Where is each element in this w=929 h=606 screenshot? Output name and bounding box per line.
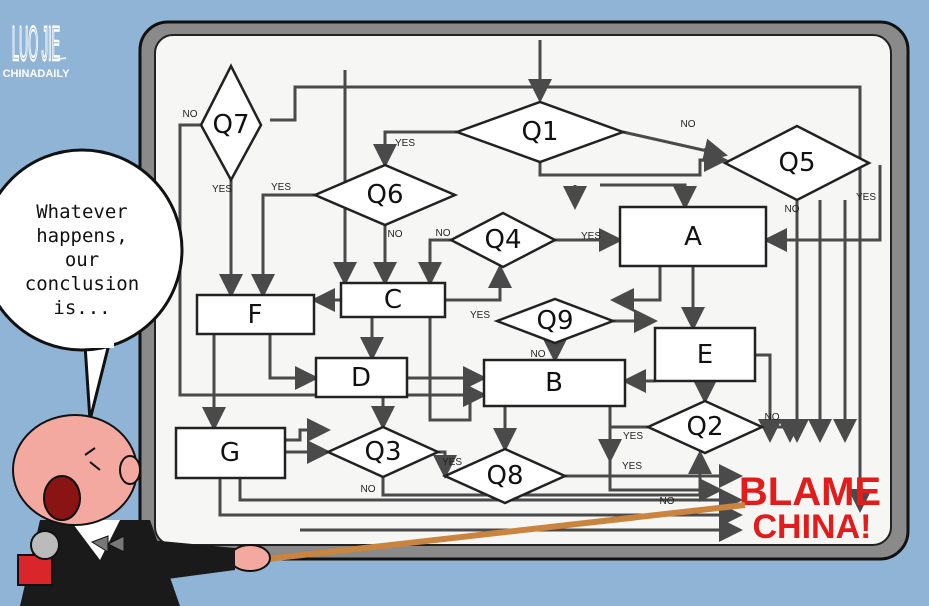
speech-text: Whatever happens, our conclusion is... — [25, 201, 139, 319]
edge-label: YES — [581, 231, 601, 242]
flow-connector — [600, 183, 697, 210]
flow-connector — [218, 478, 743, 527]
label-q9: Q9 — [536, 306, 573, 336]
edge-label: YES — [395, 138, 415, 149]
edge-label: NO — [436, 228, 451, 239]
box-b — [482, 358, 627, 408]
microphone-icon — [17, 554, 53, 586]
label-b: B — [545, 368, 563, 398]
edge-label: NO — [531, 349, 546, 360]
edge-label: YES — [856, 192, 876, 203]
edge-label: NO — [765, 412, 780, 423]
label-a: A — [684, 222, 702, 252]
edge-label: NO — [361, 484, 376, 495]
speech-line: Whatever — [36, 201, 128, 223]
speech-bubble — [0, 148, 184, 421]
edge-label: YES — [622, 461, 642, 472]
label-q3: Q3 — [364, 437, 401, 467]
flow-connector — [755, 353, 782, 443]
decision-q8 — [441, 447, 569, 505]
decision-q1 — [453, 100, 627, 164]
edge-label: YES — [212, 184, 232, 195]
label-d: D — [351, 363, 371, 393]
publisher-logo: CHINADAILY — [3, 68, 70, 80]
edge-label: YES — [623, 431, 643, 442]
box-g — [174, 426, 287, 480]
speech-line: is... — [53, 297, 110, 319]
artist-signature-logo: LUO JIE CHINADAILY — [3, 17, 70, 80]
flow-connector — [268, 334, 319, 390]
label-q5: Q5 — [778, 148, 815, 178]
decision-q5 — [722, 124, 872, 202]
flowchart-edges — [178, 40, 882, 542]
flow-connector — [373, 130, 457, 168]
edge-label: NO — [660, 496, 675, 507]
box-e — [653, 326, 757, 383]
artist-signature: LUO JIE — [12, 18, 60, 71]
flow-connector — [445, 264, 512, 302]
conclusion-line2: CHINA! — [753, 508, 872, 546]
decision-q4 — [448, 211, 558, 269]
flowchart-nodes — [174, 63, 872, 505]
decision-q9 — [493, 297, 617, 345]
edge-label: NO — [388, 229, 403, 240]
speech-line: conclusion — [25, 273, 139, 295]
box-a — [618, 205, 768, 268]
decision-q7 — [199, 63, 263, 183]
label-g: G — [220, 438, 240, 468]
flow-connector — [238, 478, 743, 512]
speech-line: our — [65, 249, 99, 271]
flow-connector — [428, 317, 487, 422]
edge-labels: NO YES YES NO YES NO NO YES NO YES YES N… — [183, 109, 877, 507]
box-c — [339, 281, 447, 319]
label-q2: Q2 — [686, 412, 723, 442]
flow-connector — [270, 85, 872, 513]
decision-q6 — [311, 163, 459, 227]
label-q8: Q8 — [486, 461, 523, 491]
edge-label: NO — [785, 204, 800, 215]
edge-label: NO — [681, 119, 696, 130]
decision-q2 — [644, 399, 766, 455]
box-f — [195, 293, 316, 336]
speech-line: happens, — [36, 225, 128, 247]
flow-connector — [285, 418, 331, 442]
box-d — [314, 356, 409, 399]
edge-label: YES — [271, 182, 291, 193]
speaker-figure — [12, 414, 746, 606]
pointer-stick — [239, 502, 746, 565]
conclusion-line1: BLAME — [739, 470, 881, 514]
label-c: C — [384, 285, 402, 315]
decision-q3 — [324, 425, 442, 479]
flowchart-node-labels: Q1 Q5 Q7 Q6 Q4 Q9 Q3 Q8 Q2 A F C E D B G — [212, 110, 815, 491]
edge-label: YES — [442, 457, 462, 468]
flow-connector — [418, 238, 451, 286]
flow-connector — [538, 148, 728, 177]
label-q4: Q4 — [484, 225, 521, 255]
label-e: E — [697, 340, 713, 370]
flow-connector — [251, 193, 315, 298]
label-q6: Q6 — [366, 180, 403, 210]
flow-connector — [381, 450, 712, 497]
label-f: F — [248, 300, 263, 330]
label-q7: Q7 — [212, 110, 249, 140]
flow-connector — [762, 419, 802, 443]
edge-label: NO — [183, 109, 198, 120]
flow-connector — [763, 165, 882, 252]
flow-connector — [610, 266, 662, 312]
label-q1: Q1 — [521, 117, 558, 147]
edge-label: YES — [470, 310, 490, 321]
